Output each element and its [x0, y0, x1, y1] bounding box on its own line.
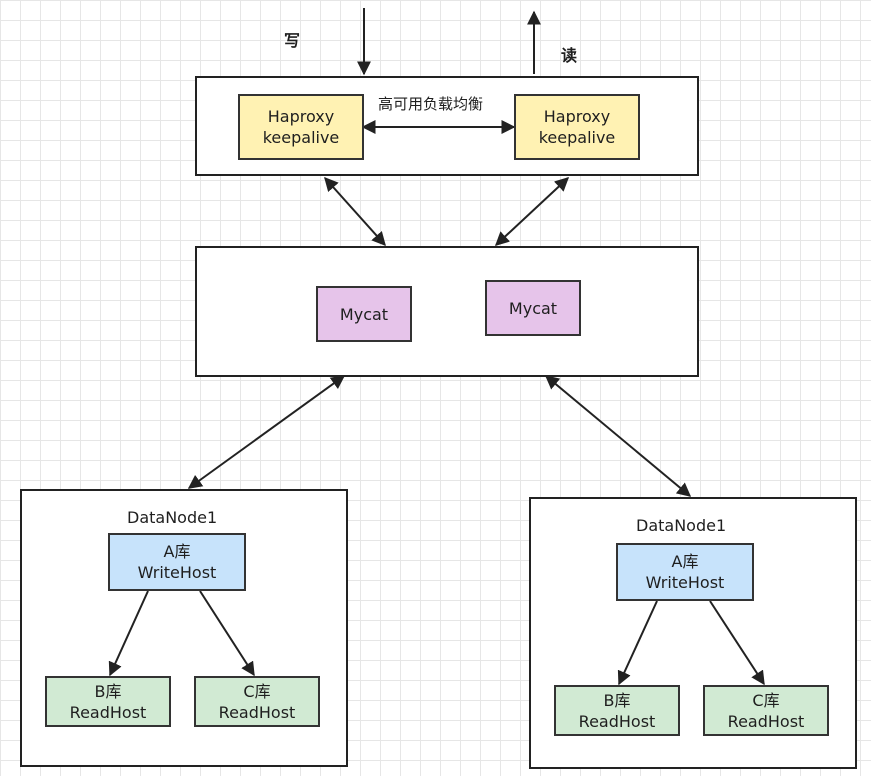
haproxy-right-line2: keepalive: [538, 128, 616, 147]
right-write-host-line2: WriteHost: [645, 573, 725, 592]
haproxy-left-line2: keepalive: [262, 128, 340, 147]
right-read-b-line2: ReadHost: [578, 711, 656, 731]
datanode-right-read-host-b: B库 ReadHost: [554, 685, 680, 736]
mycat-left-label: Mycat: [339, 304, 389, 324]
left-read-c-line1: C库: [243, 681, 271, 701]
mycat-to-datanode-left-arrow: [187, 375, 346, 489]
right-read-c-line1: C库: [752, 690, 780, 710]
mycat-to-datanode-right-arrow: [544, 375, 692, 497]
left-read-b-line2: ReadHost: [69, 702, 147, 722]
haproxy-node-right: Haproxy keepalive: [514, 94, 640, 160]
left-write-host-line1: A库: [163, 542, 191, 561]
datanode-left-title: DataNode1: [127, 508, 218, 527]
haproxy-right-line1: Haproxy: [543, 107, 611, 126]
mycat-group: [195, 246, 699, 377]
datanode-left-write-host: A库 WriteHost: [108, 533, 246, 591]
datanode-right-title: DataNode1: [636, 516, 727, 535]
lb-group-title: 高可用负载均衡: [378, 95, 484, 113]
left-write-to-read-c-arrow: [199, 590, 255, 677]
datanode-right-read-host-c: C库 ReadHost: [703, 685, 829, 736]
datanode-left-read-host-b: B库 ReadHost: [45, 676, 171, 727]
mycat-node-right: Mycat: [485, 280, 581, 336]
right-write-to-read-b-arrow: [617, 600, 658, 686]
left-write-host-line2: WriteHost: [137, 563, 217, 582]
haproxy-left-line1: Haproxy: [267, 107, 335, 126]
write-label: 写: [284, 31, 301, 50]
left-write-to-read-b-arrow: [108, 590, 149, 677]
left-read-b-line1: B库: [94, 681, 122, 701]
lb-to-mycat-left-arrow: [324, 176, 386, 247]
right-read-c-line2: ReadHost: [727, 711, 805, 731]
datanode-left-read-host-c: C库 ReadHost: [194, 676, 320, 727]
right-write-host-line1: A库: [671, 552, 699, 571]
haproxy-node-left: Haproxy keepalive: [238, 94, 364, 160]
right-read-b-line1: B库: [603, 690, 631, 710]
mycat-node-left: Mycat: [316, 286, 412, 342]
read-label: 读: [561, 46, 578, 65]
datanode-right-write-host: A库 WriteHost: [616, 543, 754, 601]
lb-to-mycat-right-arrow: [494, 177, 570, 246]
right-write-to-read-c-arrow: [709, 600, 765, 686]
left-read-c-line2: ReadHost: [218, 702, 296, 722]
mycat-right-label: Mycat: [508, 298, 558, 318]
